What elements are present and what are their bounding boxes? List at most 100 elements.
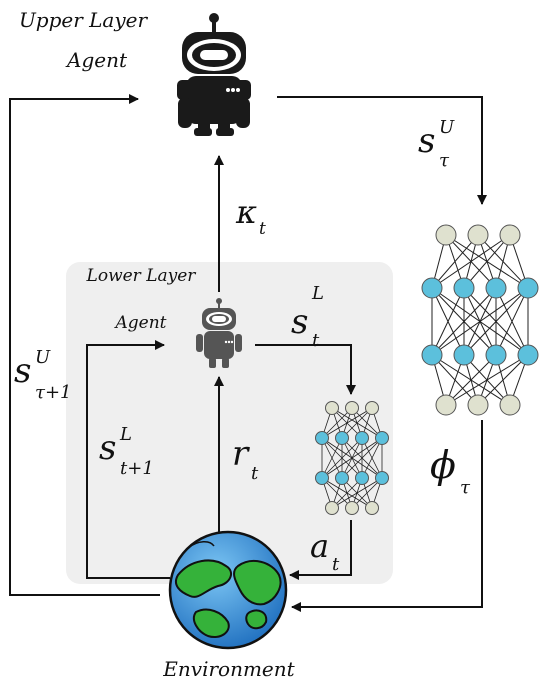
- upper-network-node: [467, 224, 489, 246]
- lower-network-node: [355, 431, 369, 445]
- upper-network-edge: [463, 234, 511, 289]
- s-t1-lower-base: s: [99, 428, 116, 468]
- upper-network-edge: [431, 234, 511, 289]
- a-t-sub: t: [332, 554, 340, 575]
- s-tau1-upper-sup: U: [35, 347, 51, 368]
- arrow-env-to-upper-agent: [9, 94, 160, 596]
- lower-agent-label: Lower Layer Agent: [86, 266, 197, 333]
- upper-network-edge: [463, 287, 529, 356]
- lower-agent-label-line1: Lower Layer: [86, 266, 197, 286]
- lower-network-edge: [341, 407, 373, 439]
- r-t-sub: t: [251, 463, 259, 484]
- upper-robot-icon: [177, 13, 251, 136]
- label-s-t-lower: s L t: [291, 283, 324, 351]
- environment-globe-icon: [168, 530, 288, 650]
- lower-network-node: [345, 501, 359, 515]
- upper-network-edge: [477, 354, 529, 406]
- label-r-t: r t: [232, 434, 259, 484]
- upper-network-node: [453, 277, 475, 299]
- lower-network-edge: [321, 407, 373, 439]
- arrow-network-to-env: [291, 420, 483, 612]
- lower-network-edge: [361, 437, 383, 479]
- s-tau1-upper-sub: τ+1: [35, 382, 72, 403]
- lower-network-edge: [321, 437, 363, 479]
- upper-network-node: [517, 344, 539, 366]
- connections: [9, 94, 487, 612]
- s-t-lower-sup: L: [311, 283, 324, 304]
- lower-network-node: [365, 401, 379, 415]
- lower-network-node: [325, 401, 339, 415]
- upper-network-edge: [431, 287, 529, 356]
- lower-agent-label-line2: Agent: [114, 313, 167, 333]
- label-s-tau-plus-1-upper: s U τ+1: [14, 347, 72, 403]
- lower-network-node: [375, 471, 389, 485]
- upper-network-node: [517, 277, 539, 299]
- environment-label: Environment: [162, 657, 295, 681]
- upper-network-edge: [431, 287, 497, 356]
- phi-tau-sub: τ: [460, 477, 471, 498]
- s-t-lower-base: s: [291, 302, 308, 342]
- label-a-t: a t: [310, 527, 340, 575]
- upper-network-node: [499, 394, 521, 416]
- upper-network-node: [435, 224, 457, 246]
- lower-network-edge: [321, 437, 383, 479]
- s-tau1-upper-base: s: [14, 351, 31, 391]
- lower-neural-network: [315, 401, 389, 515]
- kappa-t-sub: t: [259, 219, 266, 239]
- upper-network-node: [499, 224, 521, 246]
- r-t-base: r: [232, 434, 250, 474]
- lower-robot-icon: [196, 298, 242, 368]
- lower-network-edge: [341, 437, 383, 479]
- lower-network-node: [365, 501, 379, 515]
- upper-network-node: [453, 344, 475, 366]
- lower-network-edge: [331, 477, 383, 509]
- s-tau-upper-base: s: [418, 121, 435, 161]
- upper-network-node: [421, 344, 443, 366]
- s-t-lower-sub: t: [312, 330, 320, 351]
- lower-network-node: [345, 401, 359, 415]
- lower-network-node: [315, 471, 329, 485]
- label-s-t-plus-1-lower: s L t+1: [99, 424, 154, 479]
- phi-tau-base: ϕ: [430, 443, 456, 487]
- label-kappa-t: κ t: [235, 193, 266, 239]
- lower-layer-panel: [66, 262, 393, 584]
- lower-network-edge: [321, 437, 343, 479]
- lower-network-node: [335, 471, 349, 485]
- lower-network-edge: [331, 477, 363, 509]
- upper-agent-label: Upper Layer Agent: [19, 8, 149, 72]
- arrow-lower-network-to-env: [289, 520, 352, 580]
- upper-network-node: [421, 277, 443, 299]
- arrow-upper-agent-to-network: [277, 96, 487, 205]
- upper-network-edge: [431, 287, 465, 356]
- s-tau-upper-sup: U: [439, 117, 455, 138]
- upper-network-node: [467, 394, 489, 416]
- s-tau-upper-sub: τ: [439, 150, 450, 171]
- label-phi-tau: ϕ τ: [430, 443, 471, 498]
- upper-network-edge: [495, 287, 529, 356]
- kappa-t-base: κ: [235, 193, 257, 231]
- lower-network-node: [355, 471, 369, 485]
- label-s-tau-upper: s U τ: [418, 117, 455, 171]
- s-t1-lower-sup: L: [119, 424, 132, 445]
- upper-neural-network: [421, 224, 539, 416]
- lower-network-node: [335, 431, 349, 445]
- arrow-env-to-lower-agent-loop: [86, 340, 170, 579]
- a-t-base: a: [310, 527, 329, 565]
- lower-network-edge: [321, 407, 353, 439]
- upper-agent-label-line1: Upper Layer: [19, 8, 149, 32]
- upper-network-edge: [431, 234, 479, 289]
- upper-network-node: [435, 394, 457, 416]
- s-t1-lower-sub: t+1: [120, 458, 154, 479]
- upper-network-edge: [445, 354, 529, 406]
- upper-network-node: [485, 277, 507, 299]
- lower-network-node: [325, 501, 339, 515]
- lower-network-node: [375, 431, 389, 445]
- lower-network-node: [315, 431, 329, 445]
- arrow-lower-agent-to-network: [255, 344, 356, 395]
- upper-agent-label-line2: Agent: [65, 48, 128, 72]
- lower-network-edge: [351, 477, 383, 509]
- upper-network-edge: [445, 354, 497, 406]
- upper-network-node: [485, 344, 507, 366]
